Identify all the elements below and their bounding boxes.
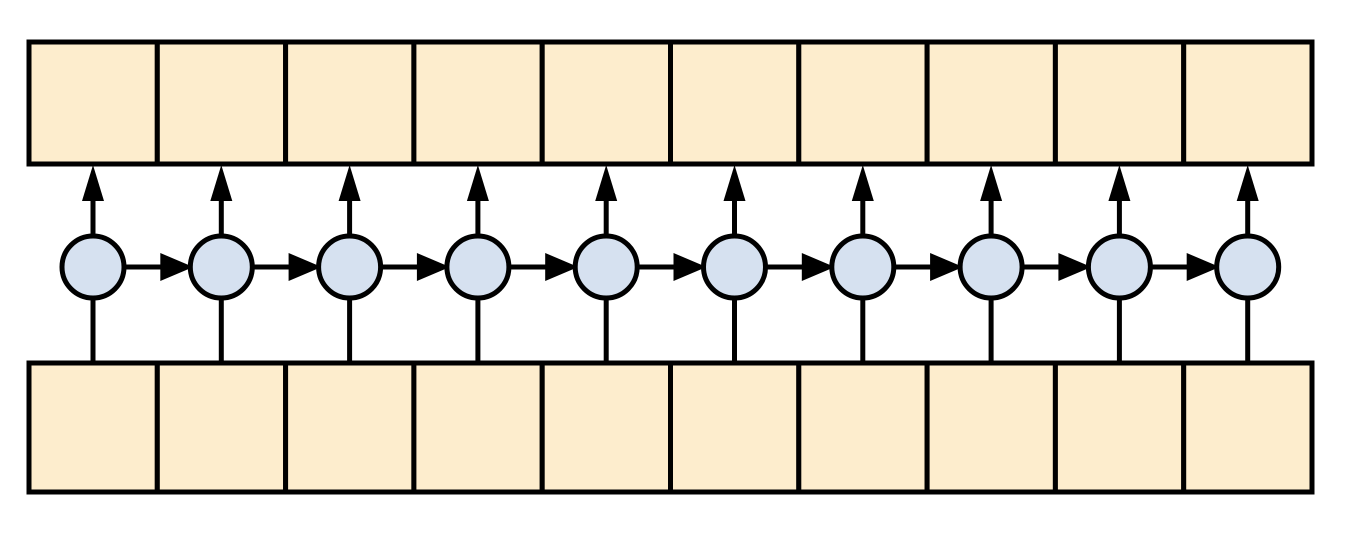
output-cell[interactable] — [154, 39, 289, 167]
input-cell[interactable] — [283, 360, 417, 495]
hidden-to-hidden-arrowhead-icon — [288, 253, 322, 281]
output-cell[interactable] — [283, 39, 417, 167]
hidden-to-output-arrowhead-icon — [595, 165, 618, 201]
input-cell[interactable] — [26, 360, 160, 495]
hidden-to-hidden-arrowhead-icon — [545, 253, 579, 281]
output-cell[interactable] — [539, 39, 674, 167]
hidden-unit-circle[interactable] — [316, 233, 384, 301]
hidden-to-output-arrowhead-icon — [980, 165, 1003, 201]
output-cell[interactable] — [26, 39, 160, 167]
output-cell[interactable] — [796, 39, 930, 167]
input-cell[interactable] — [1052, 360, 1187, 495]
hidden-to-output-arrowhead-icon — [851, 165, 874, 201]
hidden-to-output-arrowhead-icon — [210, 165, 233, 201]
hidden-to-output-arrowhead-icon — [1236, 165, 1259, 201]
hidden-to-hidden-arrowhead-icon — [673, 253, 707, 281]
output-cell[interactable] — [411, 39, 545, 167]
hidden-unit-circle[interactable] — [444, 233, 512, 301]
hidden-unit-circles — [59, 233, 1282, 301]
hidden-to-hidden-arrows — [123, 253, 1220, 281]
hidden-to-hidden-arrowhead-icon — [930, 253, 964, 281]
input-sequence-row — [26, 360, 1315, 495]
output-cell[interactable] — [668, 39, 802, 167]
hidden-unit-circle[interactable] — [957, 233, 1025, 301]
output-cell[interactable] — [924, 39, 1058, 167]
input-cell[interactable] — [668, 360, 802, 495]
hidden-unit-circle[interactable] — [1214, 233, 1282, 301]
hidden-to-hidden-arrowhead-icon — [160, 253, 194, 281]
input-cell[interactable] — [154, 360, 289, 495]
output-cell[interactable] — [1181, 39, 1315, 167]
hidden-to-output-arrowhead-icon — [466, 165, 489, 201]
input-cell[interactable] — [539, 360, 674, 495]
hidden-to-output-arrowhead-icon — [82, 165, 104, 201]
hidden-unit-circle[interactable] — [1085, 233, 1153, 301]
hidden-to-output-arrowhead-icon — [338, 165, 361, 201]
hidden-to-output-arrowhead-icon — [723, 165, 746, 201]
hidden-unit-circle[interactable] — [829, 233, 897, 301]
input-cell[interactable] — [796, 360, 930, 495]
input-cell[interactable] — [411, 360, 545, 495]
output-sequence-row — [26, 39, 1315, 167]
hidden-unit-circle[interactable] — [187, 233, 255, 301]
hidden-unit-circle[interactable] — [572, 233, 640, 301]
hidden-to-hidden-arrowhead-icon — [801, 253, 835, 281]
hidden-to-hidden-arrowhead-icon — [1058, 253, 1092, 281]
hidden-to-output-arrowhead-icon — [1108, 165, 1131, 201]
hidden-unit-circle[interactable] — [59, 233, 127, 301]
hidden-to-hidden-arrowhead-icon — [416, 253, 450, 281]
hidden-to-hidden-arrowhead-icon — [1186, 253, 1220, 281]
input-cell[interactable] — [1181, 360, 1315, 495]
output-cell[interactable] — [1052, 39, 1187, 167]
input-cell[interactable] — [924, 360, 1058, 495]
hidden-unit-circle[interactable] — [701, 233, 768, 301]
input-to-hidden-edges — [90, 296, 1251, 363]
hidden-to-output-arrows — [82, 165, 1259, 238]
